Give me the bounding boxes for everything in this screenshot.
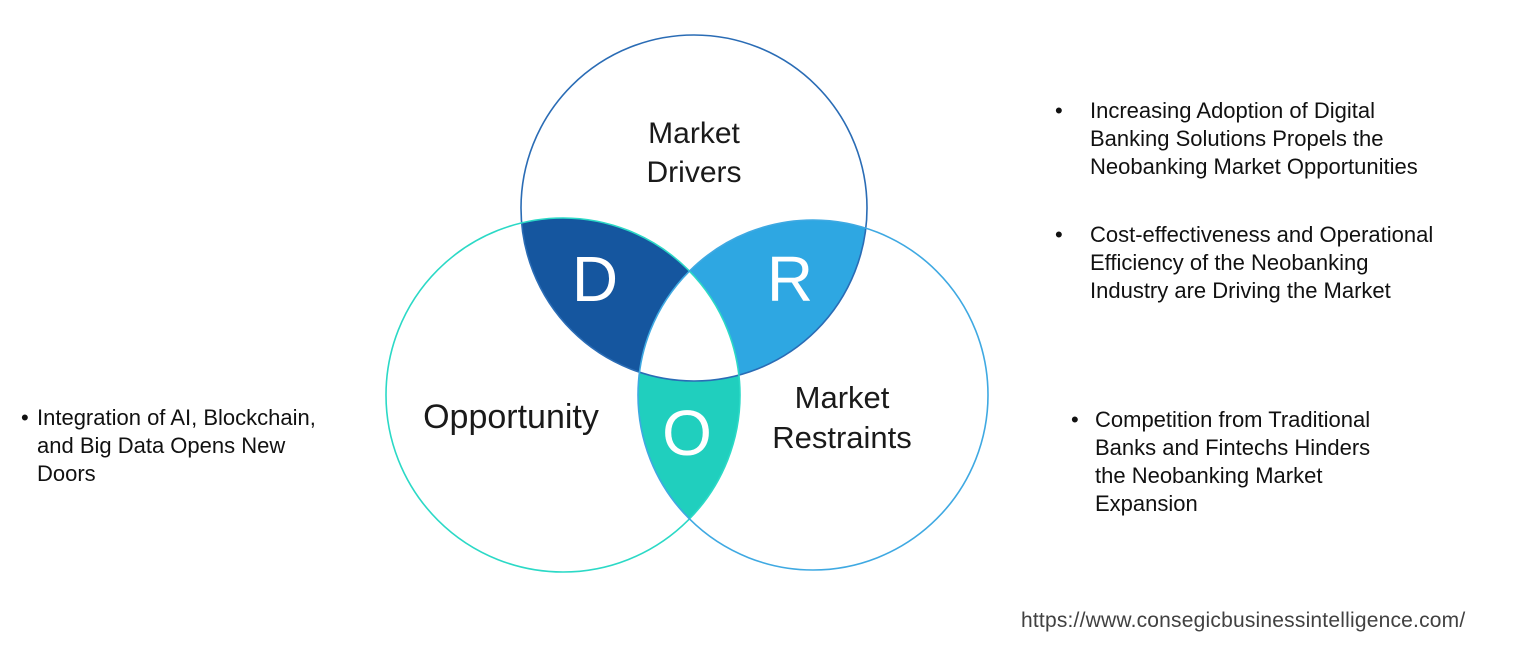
list-item: Cost-effectiveness and Operational Effic…: [1055, 221, 1510, 305]
restraints-label-line1: Market: [795, 380, 890, 415]
bullet-line: Banks and Fintechs Hinders: [1095, 435, 1371, 460]
bullet-line: Competition from Traditional: [1095, 407, 1371, 432]
list-item: Competition from Traditional Banks and F…: [1071, 406, 1515, 518]
bullet-line: and Big Data Opens New: [37, 433, 286, 458]
letter-d: D: [572, 243, 618, 315]
bullet-line: Cost-effectiveness and Operational: [1090, 222, 1434, 247]
bullet-line: Neobanking Market Opportunities: [1090, 154, 1418, 179]
bullet-line: Doors: [37, 461, 96, 486]
bullet-line: Industry are Driving the Market: [1090, 278, 1391, 303]
drivers-bullet-list: Increasing Adoption of Digital Banking S…: [1055, 97, 1510, 305]
drivers-label-line2: Drivers: [647, 156, 742, 189]
letter-o: O: [662, 397, 712, 469]
bullet-line: Efficiency of the Neobanking: [1090, 250, 1369, 275]
restraints-bullet-list: Competition from Traditional Banks and F…: [1071, 406, 1515, 518]
bullet-line: Integration of AI, Blockchain,: [37, 405, 316, 430]
source-url: https://www.consegicbusinessintelligence…: [1021, 609, 1466, 632]
bullet-line: Increasing Adoption of Digital: [1090, 98, 1375, 123]
bullet-line: the Neobanking Market: [1095, 463, 1323, 488]
opportunity-label: Opportunity: [423, 398, 599, 436]
letter-r: R: [767, 243, 813, 315]
opportunity-bullet-list: Integration of AI, Blockchain, and Big D…: [21, 404, 382, 488]
region-r-fill: [638, 220, 867, 381]
restraints-circle-outline: [637, 219, 989, 571]
opportunity-circle-outline: [385, 217, 741, 573]
list-item: Integration of AI, Blockchain, and Big D…: [21, 404, 382, 488]
bullet-line: Expansion: [1095, 491, 1198, 516]
drivers-label-line1: Market: [648, 117, 740, 150]
restraints-label-line2: Restraints: [772, 420, 912, 455]
bullet-line: Banking Solutions Propels the: [1090, 126, 1384, 151]
drivers-circle-outline: [520, 34, 868, 382]
list-item: Increasing Adoption of Digital Banking S…: [1055, 97, 1510, 181]
region-d-fill: [521, 218, 740, 381]
